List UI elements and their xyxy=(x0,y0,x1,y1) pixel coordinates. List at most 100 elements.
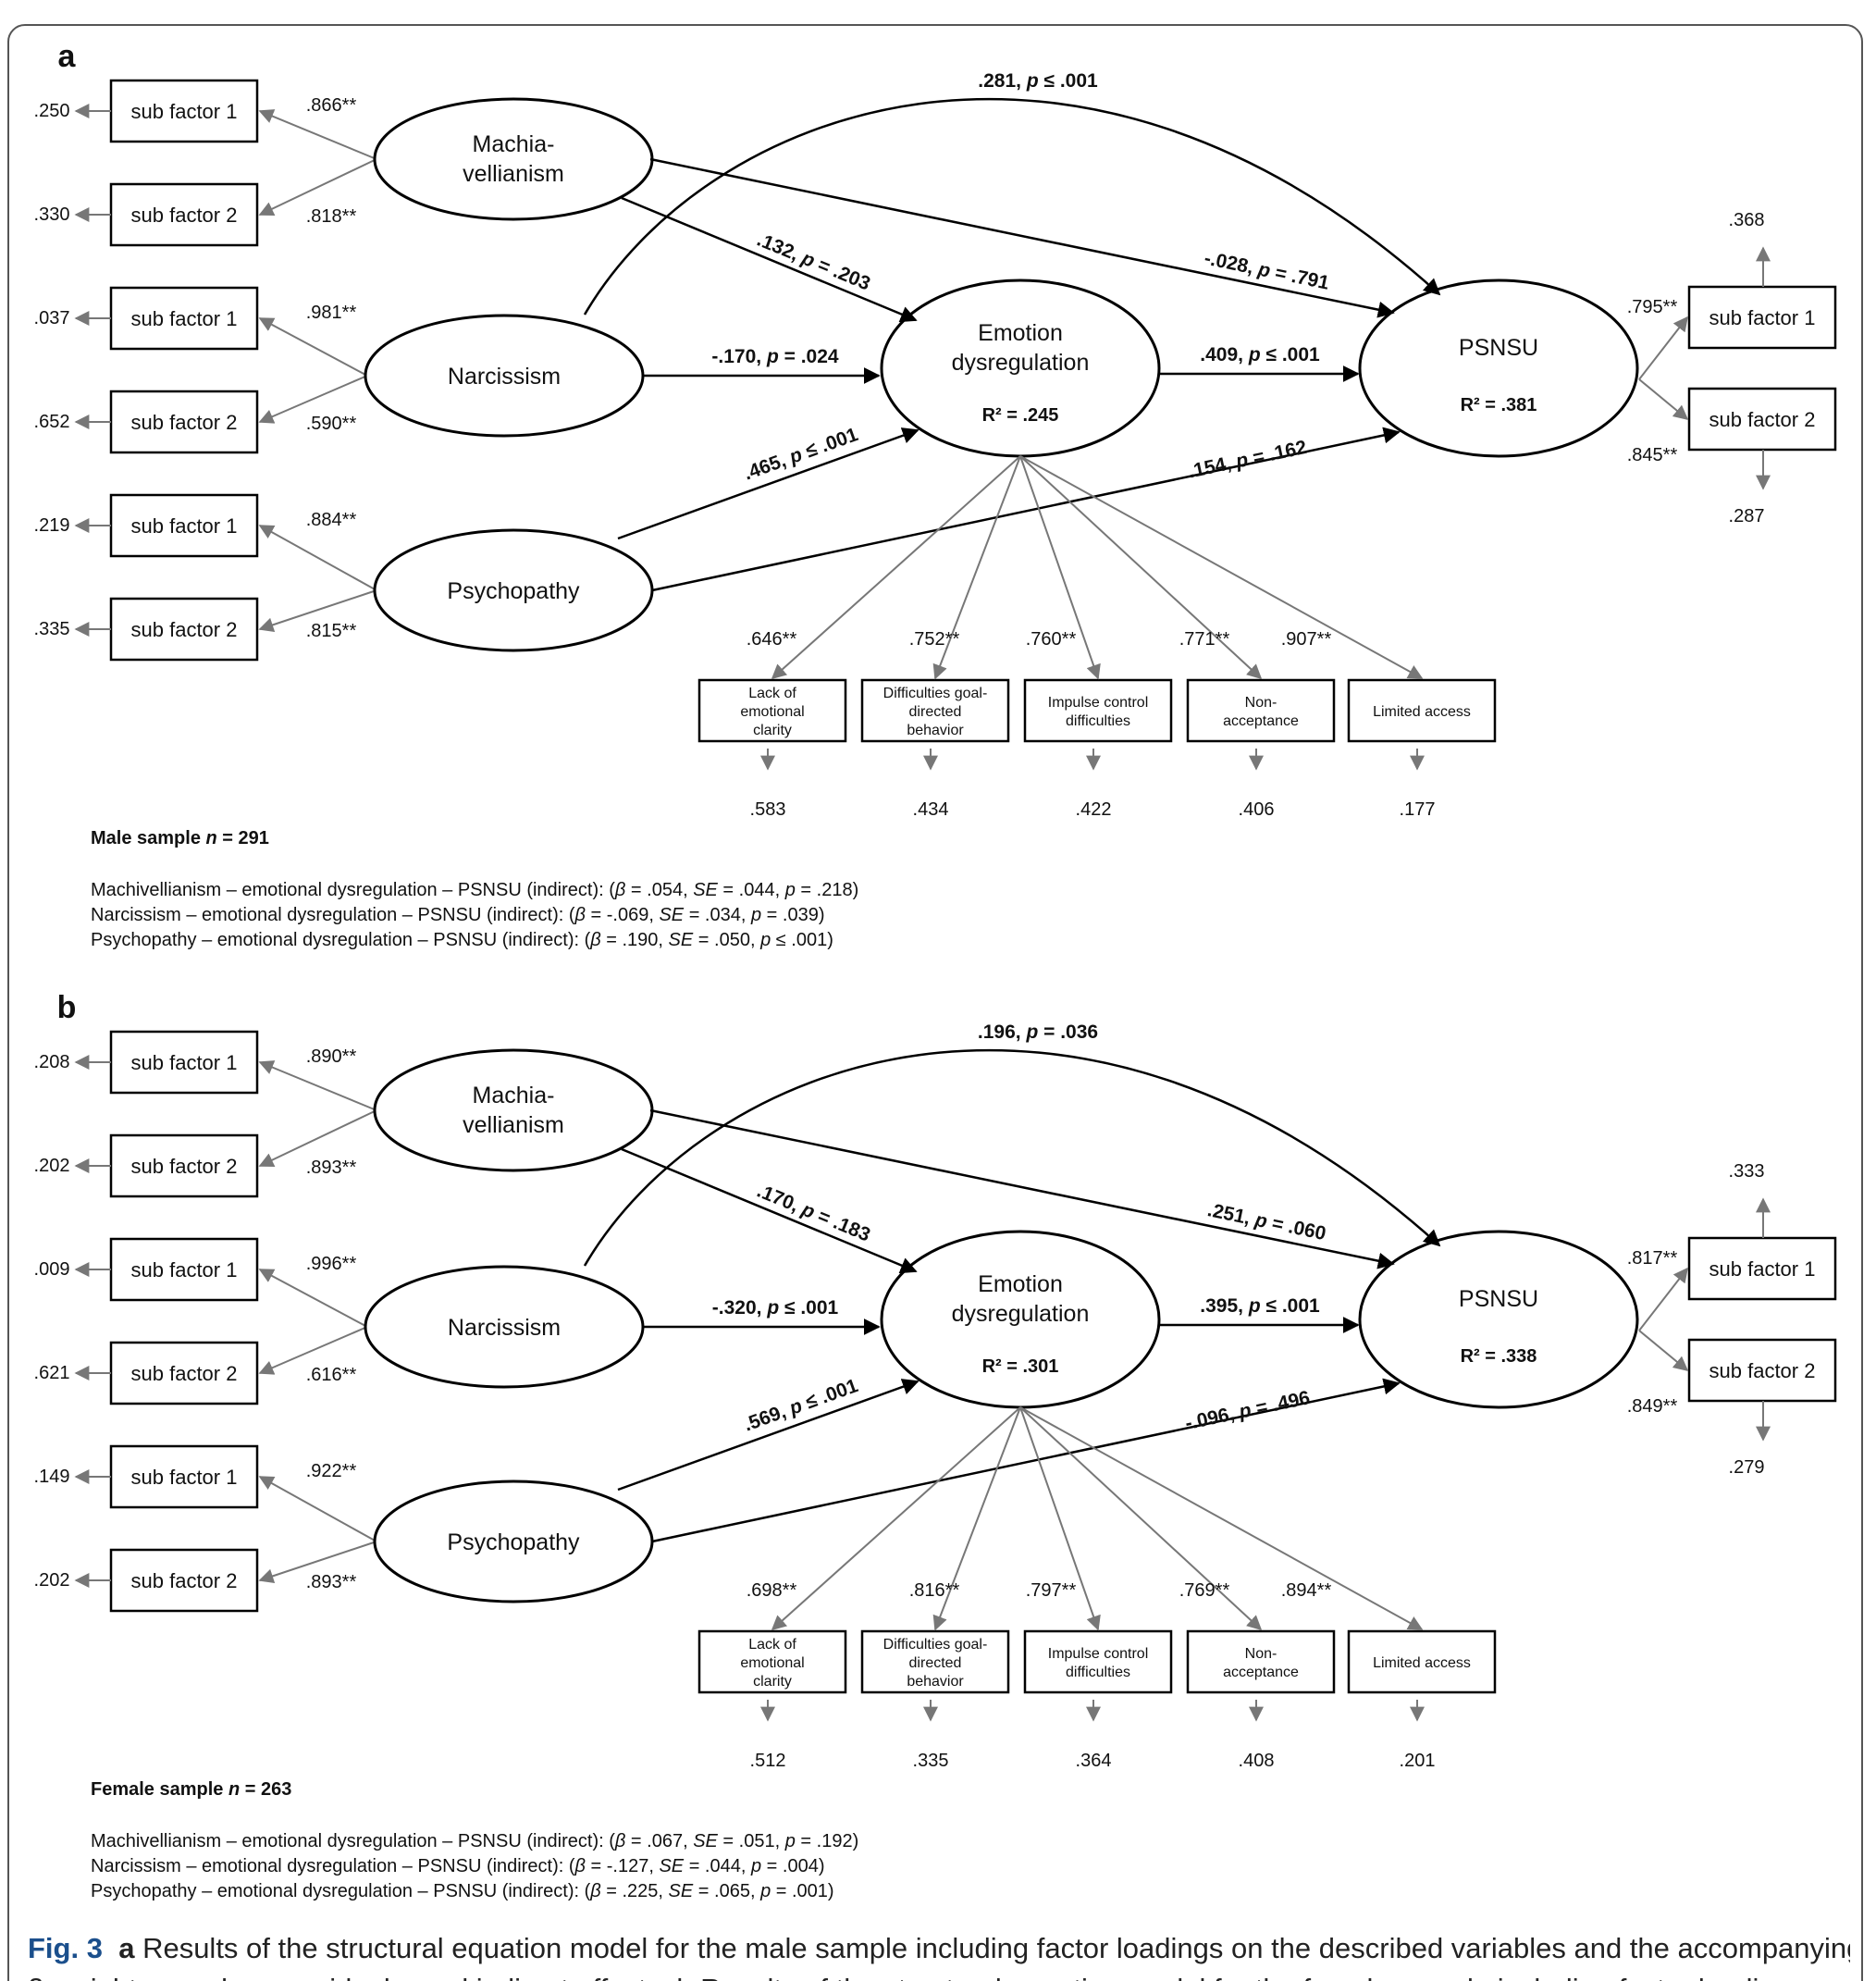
indicator-label: sub factor 1 xyxy=(131,514,238,538)
machiavellianism-label-1: Machia- xyxy=(473,1083,555,1108)
figure-border xyxy=(7,24,1863,1981)
emotion-indicator: Difficulties goal-directedbehavior.752**… xyxy=(860,455,1021,820)
loading-value: .996** xyxy=(306,1254,357,1274)
path-label-emo-psnsu: .409, p ≤ .001 xyxy=(1200,344,1320,365)
psnsu-node xyxy=(1358,1230,1639,1409)
indirect-effect: Machivellianism – emotional dysregulatio… xyxy=(91,880,858,900)
path-narc-psnsu xyxy=(583,97,1441,316)
indicator-box xyxy=(1186,678,1336,743)
loading-arrow xyxy=(1638,316,1688,380)
indicator-box xyxy=(109,1133,259,1198)
loading-arrow xyxy=(1019,1406,1101,1631)
loading-value: .797** xyxy=(1026,1580,1077,1601)
loading-arrow xyxy=(258,1060,377,1111)
residual-value: .330 xyxy=(34,204,70,225)
loading-value: .907** xyxy=(1281,629,1332,650)
indicator-label: directed xyxy=(909,1655,962,1671)
loading-value: .590** xyxy=(306,414,357,434)
loading-value: .616** xyxy=(306,1365,357,1385)
psnsu-indicators: sub factor 1.368.795**sub factor 2.287.8… xyxy=(1627,210,1837,526)
psnsu-label: PSNSU xyxy=(1459,335,1538,361)
loading-value: .866** xyxy=(306,95,357,116)
caption-text-b: β-weights, p values, residuals, and indi… xyxy=(28,1973,1850,1981)
loading-arrow xyxy=(258,525,377,591)
left-indicator: sub factor 1.208.890** xyxy=(34,1030,377,1111)
indicator-box xyxy=(109,79,259,143)
path-label-narc-emo: -.170, p = .024 xyxy=(711,346,839,367)
psnsu-r2: R² = .338 xyxy=(1461,1346,1537,1367)
psychopathy-label: Psychopathy xyxy=(447,1529,580,1555)
residual-value: .422 xyxy=(1076,799,1112,820)
caption-line-1: Fig. 3 a Results of the structural equat… xyxy=(28,1928,1850,1969)
residual-value: .009 xyxy=(34,1259,70,1280)
indicator-box xyxy=(1023,1629,1173,1694)
indicator-box xyxy=(697,678,847,743)
residual-value: .250 xyxy=(34,101,70,121)
path-label-mach-emo: .170, p = .183 xyxy=(754,1180,873,1245)
indicator-label: emotional xyxy=(740,1655,804,1671)
indicator-label: sub factor 2 xyxy=(131,411,238,434)
loading-value: .981** xyxy=(306,303,357,323)
residual-value: .434 xyxy=(913,799,949,820)
indicator-label: difficulties xyxy=(1066,1665,1130,1680)
indicator-box xyxy=(109,182,259,247)
indicator-label: Difficulties goal- xyxy=(883,1637,988,1653)
path-label-mach-emo: .132, p = .203 xyxy=(754,229,873,294)
loading-arrow xyxy=(258,1109,377,1168)
emotion-indicator: Limited access.907**.177 xyxy=(1019,455,1497,820)
indicator-label: Non- xyxy=(1245,1646,1277,1662)
indicator-box xyxy=(109,1444,259,1509)
indicator-label: sub factor 2 xyxy=(1709,408,1816,431)
indicator-label: sub factor 2 xyxy=(1709,1359,1816,1382)
indirect-effect: Psychopathy – emotional dysregulation – … xyxy=(91,930,833,950)
psnsu-label: PSNSU xyxy=(1459,1286,1538,1312)
path-label-psych-psnsu: .154, p = .162 xyxy=(1187,437,1309,483)
psnsu-r2: R² = .381 xyxy=(1461,395,1537,415)
indicator-label: sub factor 1 xyxy=(131,100,238,123)
caption-text-a: Results of the structural equation model… xyxy=(142,1932,1850,1964)
emotion-label-1: Emotion xyxy=(978,1271,1063,1297)
loading-arrow xyxy=(258,1476,377,1542)
indicator-box xyxy=(109,1237,259,1302)
right-indicator: sub factor 1.333.817** xyxy=(1627,1161,1837,1331)
loading-value: .890** xyxy=(306,1046,357,1067)
path-psych-psnsu xyxy=(651,1378,1401,1543)
residual-value: .287 xyxy=(1729,506,1765,526)
emotion-r2: R² = .245 xyxy=(982,405,1059,426)
residual-value: .202 xyxy=(34,1570,70,1591)
caption-fig-label: Fig. 3 xyxy=(28,1932,103,1964)
narcissism-label: Narcissism xyxy=(448,1315,561,1341)
indicator-box xyxy=(109,390,259,454)
loading-arrow xyxy=(258,375,368,424)
indirect-effect: Machivellianism – emotional dysregulatio… xyxy=(91,1831,858,1851)
indicator-box xyxy=(1687,1236,1837,1301)
path-psych-psnsu xyxy=(651,427,1401,592)
left-indicator: sub factor 1.009.996** xyxy=(34,1237,368,1328)
loading-value: .795** xyxy=(1627,297,1678,317)
right-indicator: sub factor 1.368.795** xyxy=(1627,210,1837,380)
indicator-label: sub factor 2 xyxy=(131,204,238,227)
indicator-box xyxy=(1687,387,1837,452)
residual-value: .364 xyxy=(1076,1751,1112,1771)
residual-value: .202 xyxy=(34,1156,70,1176)
loading-arrow xyxy=(932,455,1021,680)
sample-size: Female sample n = 263 xyxy=(91,1779,291,1800)
emotion-r2: R² = .301 xyxy=(982,1356,1059,1377)
loading-arrow xyxy=(1638,378,1689,421)
caption-line-2: β-weights, p values, residuals, and indi… xyxy=(28,1969,1850,1981)
figure-caption: Fig. 3 a Results of the structural equat… xyxy=(28,1928,1850,1981)
loading-arrow xyxy=(1638,1267,1688,1331)
loading-arrow xyxy=(258,1269,368,1328)
path-psych-emo xyxy=(617,427,919,540)
path-label-psych-psnsu: -.096, p = .496 xyxy=(1183,1387,1312,1434)
indicator-label: sub factor 2 xyxy=(131,1155,238,1178)
indicator-label: emotional xyxy=(740,704,804,720)
indicator-label: Impulse control xyxy=(1048,695,1149,711)
residual-value: .583 xyxy=(750,799,786,820)
